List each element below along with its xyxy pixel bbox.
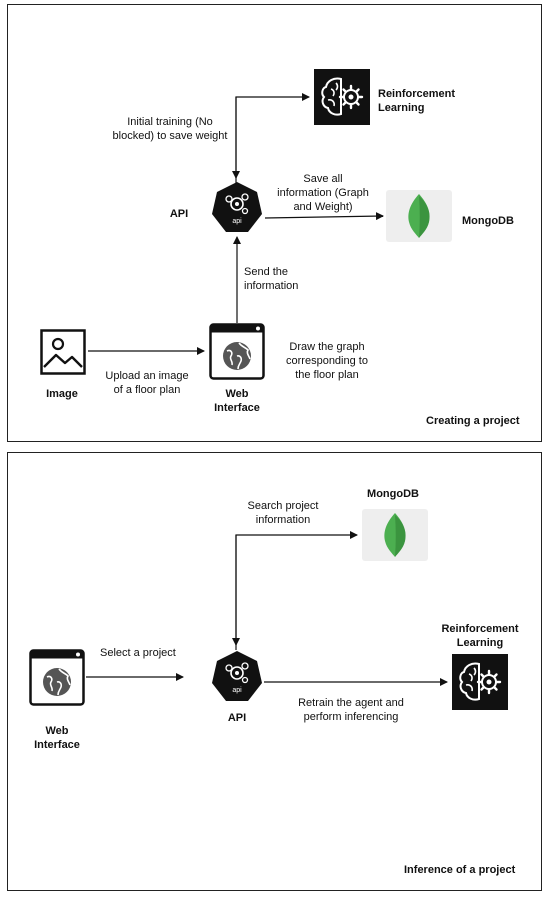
- api-icon: api: [212, 182, 262, 232]
- creating-project-panel: [7, 4, 542, 442]
- svg-text:api: api: [232, 687, 242, 694]
- api-node-label: API: [227, 712, 247, 724]
- edge-label-save-all: Save all information (Graph and Weight): [277, 173, 369, 213]
- edge-label-upload: Upload an image of a floor plan: [105, 370, 189, 396]
- image-node-label: Image: [46, 388, 78, 400]
- arrow-api-to-mongo: [264, 212, 384, 221]
- edge-label-search: Search project information: [247, 500, 319, 526]
- api-icon: api: [212, 651, 262, 701]
- edge-label-select: Select a project: [100, 647, 176, 659]
- mongodb-leaf-icon: [362, 509, 428, 561]
- web-browser-icon: [29, 649, 85, 706]
- arrow-api-to-rl: [235, 93, 310, 183]
- inference-project-panel: [7, 452, 542, 891]
- web-browser-icon: [209, 323, 265, 380]
- brain-gear-icon: [452, 654, 508, 710]
- rl-node-label: Reinforcement Learning: [378, 88, 456, 114]
- rl-node-label: Reinforcement Learning: [441, 623, 519, 649]
- edge-label-draw-graph: Draw the graph corresponding to the floo…: [286, 341, 368, 381]
- web-node-label: Web Interface: [34, 725, 80, 751]
- mongodb-node-label: MongoDB: [462, 215, 514, 227]
- edge-label-initial-training: Initial training (No blocked) to save we…: [112, 116, 228, 142]
- mongodb-node-label: MongoDB: [367, 488, 419, 500]
- api-node-label: API: [169, 208, 189, 220]
- edge-label-send-info: Send the information: [244, 266, 299, 292]
- mongodb-leaf-icon: [386, 190, 452, 242]
- brain-gear-icon: [314, 69, 370, 125]
- image-icon: [40, 329, 86, 375]
- svg-text:api: api: [232, 218, 242, 225]
- edge-label-retrain: Retrain the agent and perform inferencin…: [298, 697, 404, 723]
- panel-caption-creating: Creating a project: [426, 415, 520, 427]
- panel-caption-inference: Inference of a project: [404, 864, 516, 876]
- web-node-label: Web Interface: [214, 388, 260, 414]
- arrow-api-to-mongo-2: [235, 531, 358, 650]
